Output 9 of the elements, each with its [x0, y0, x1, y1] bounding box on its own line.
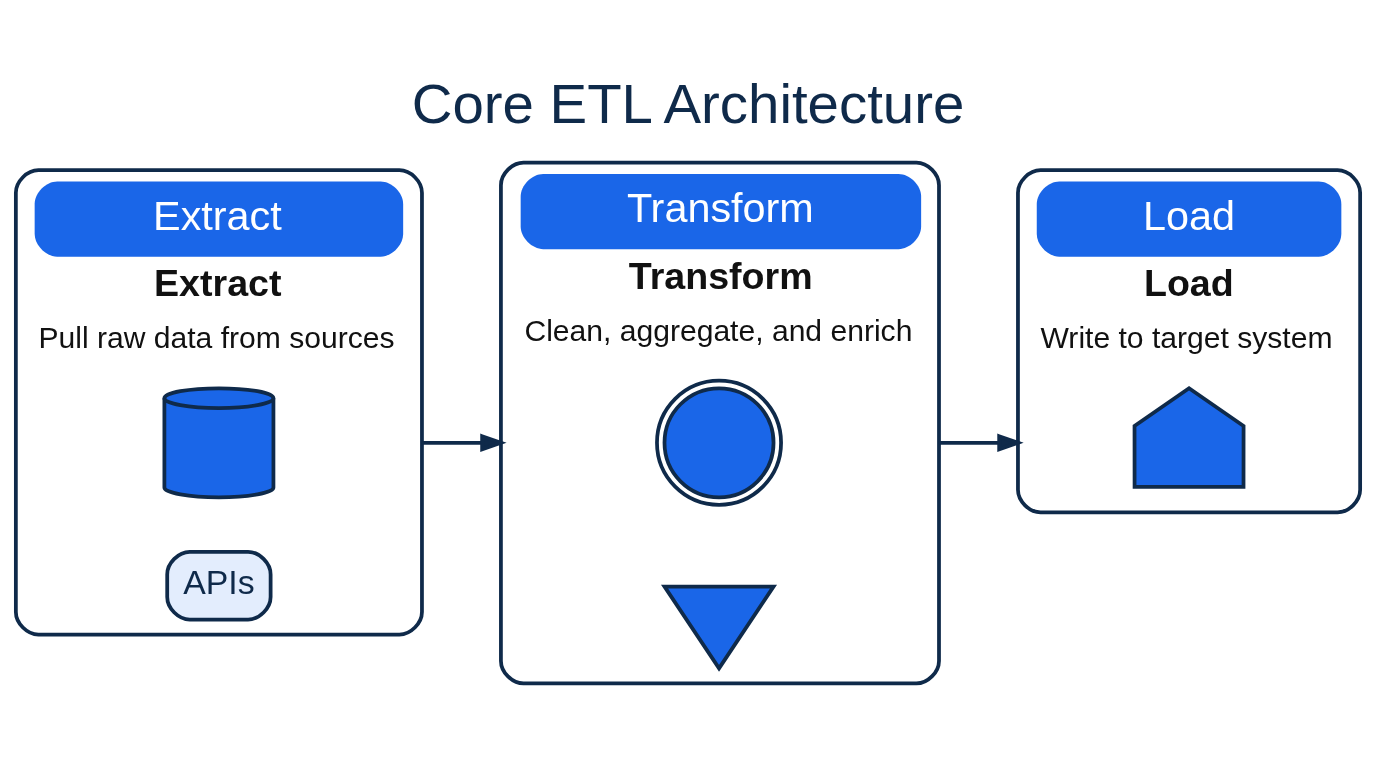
- cluster: Transform Transform Clean, aggregate, and enrich: [499, 160, 941, 685]
- diagram-title: Core ETL Architecture: [411, 71, 965, 135]
- arrow: [421, 433, 507, 452]
- arrow: [939, 433, 1024, 452]
- node-gear: [655, 378, 783, 507]
- node-funnel: [661, 584, 778, 672]
- cluster: Load Load Write to target system: [1016, 167, 1363, 514]
- node-box: APIs: [165, 549, 273, 621]
- node-warehouse: [1132, 385, 1246, 489]
